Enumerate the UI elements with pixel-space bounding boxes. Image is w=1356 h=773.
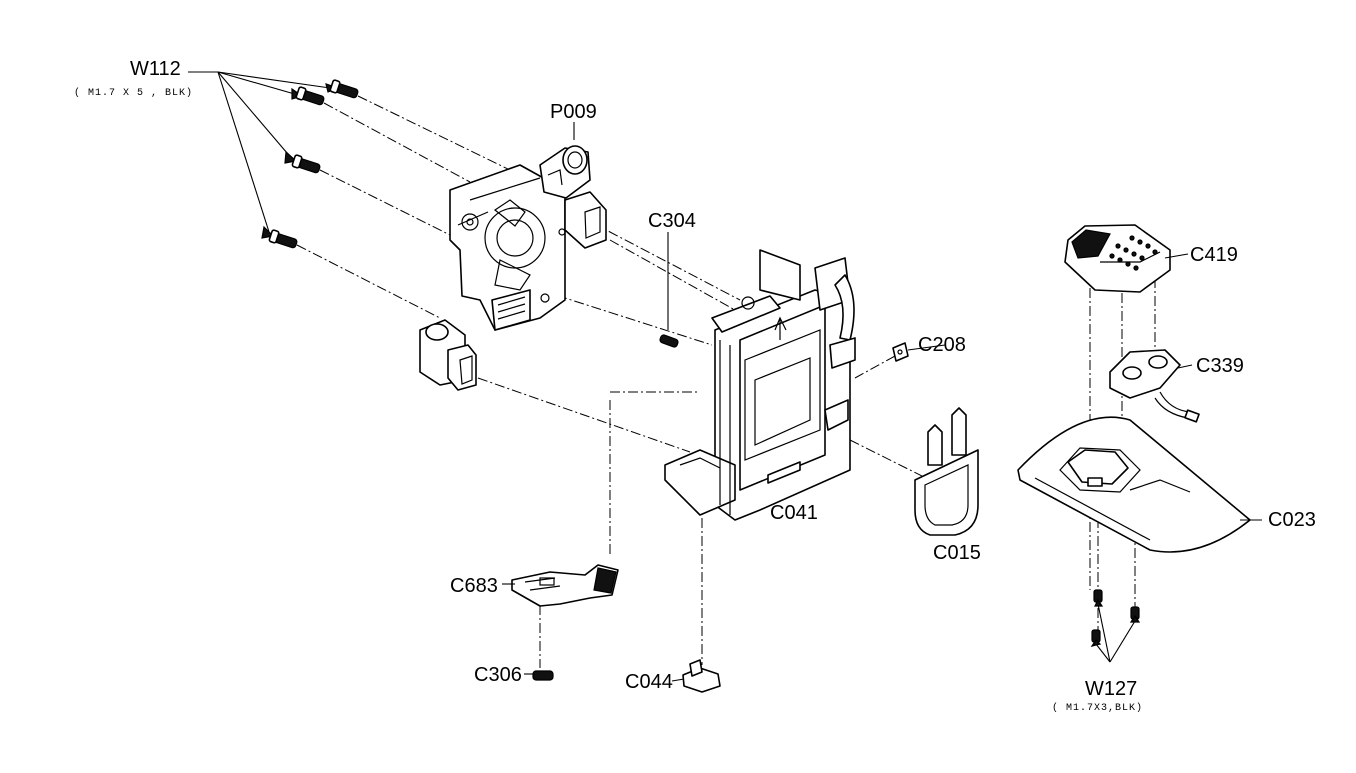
c304-screw xyxy=(659,232,679,348)
w127-screw-group xyxy=(1090,589,1141,663)
c419-top-cover xyxy=(1064,224,1171,293)
label-c208: C208 xyxy=(918,334,966,356)
c683-lever xyxy=(511,564,619,607)
label-c683: C683 xyxy=(450,575,498,597)
c015-frame xyxy=(914,407,979,536)
c339-button xyxy=(1109,349,1200,423)
w112-screw xyxy=(329,79,359,99)
label-w112-spec: ( M1.7 X 5 , BLK) xyxy=(74,87,193,99)
label-w127: W127 xyxy=(1085,678,1137,700)
c208-clip xyxy=(892,342,909,362)
label-w112: W112 xyxy=(130,58,181,80)
c306-screw xyxy=(532,670,554,681)
left-bracket-assembly xyxy=(419,145,607,391)
label-c304: C304 xyxy=(648,210,696,232)
label-c306: C306 xyxy=(474,664,522,686)
label-c023: C023 xyxy=(1268,509,1316,531)
label-w127-spec: ( M1.7X3,BLK) xyxy=(1052,702,1143,714)
w112-screw xyxy=(268,229,298,249)
label-p009: P009 xyxy=(550,101,597,123)
w112-screw xyxy=(291,154,321,174)
w112-screw-group xyxy=(188,71,359,249)
w112-screw xyxy=(295,86,325,106)
c041-main-frame xyxy=(664,249,856,521)
label-c419: C419 xyxy=(1190,244,1238,266)
label-c041: C041 xyxy=(770,502,818,524)
labels: W112 ( M1.7 X 5 , BLK) P009 C304 C419 C2… xyxy=(74,58,1316,714)
label-c015: C015 xyxy=(933,542,981,564)
label-leaders xyxy=(502,122,1262,682)
c023-panel xyxy=(1017,416,1251,553)
c419-grille xyxy=(1109,235,1158,271)
label-c044: C044 xyxy=(625,671,673,693)
c044-part xyxy=(682,659,721,693)
label-c339: C339 xyxy=(1196,355,1244,377)
